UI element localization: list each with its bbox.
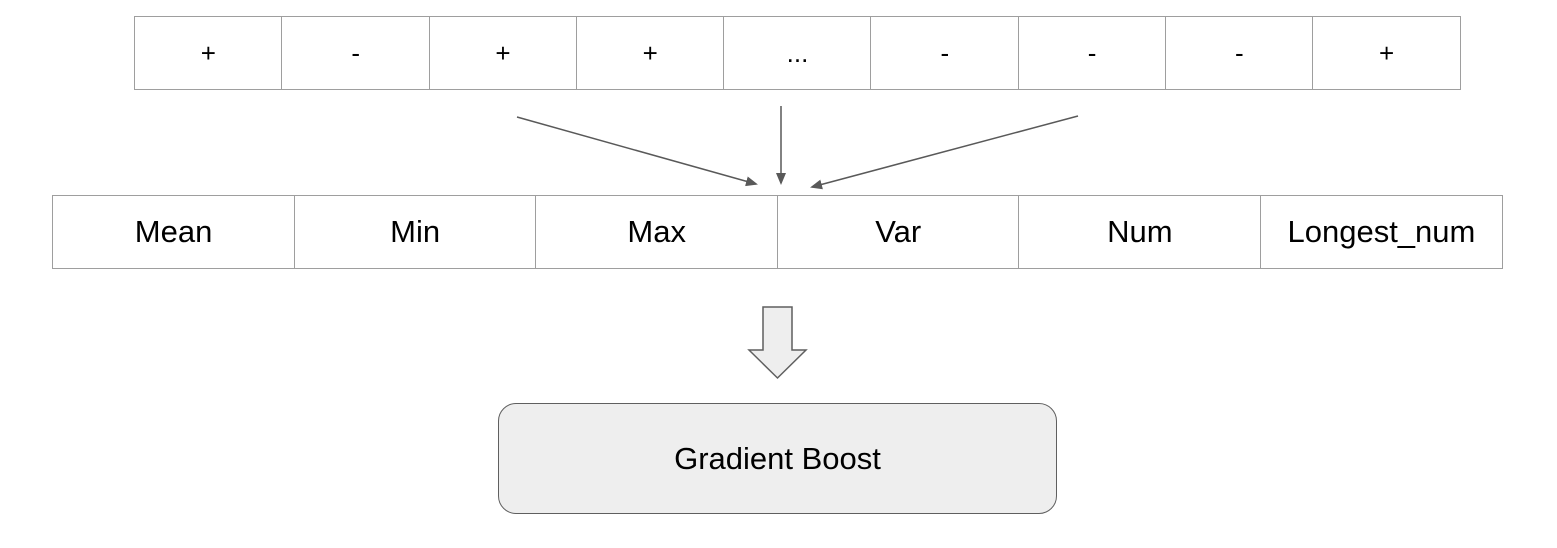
sign-cell: + — [134, 16, 283, 90]
feature-cell-mean: Mean — [52, 195, 296, 269]
feature-cell-max: Max — [535, 195, 779, 269]
left-converging-arrow — [516, 116, 758, 187]
sign-sequence-row: + - + + ... - - - + — [134, 16, 1462, 90]
right-converging-arrow — [810, 115, 1079, 190]
feature-row: Mean Min Max Var Num Longest_num — [52, 195, 1503, 269]
sign-cell: + — [1312, 16, 1462, 90]
gradient-boost-box: Gradient Boost — [498, 403, 1057, 514]
sign-cell: - — [870, 16, 1020, 90]
sign-cell: - — [281, 16, 431, 90]
ellipsis-cell: ... — [723, 16, 872, 90]
feature-cell-longest-num: Longest_num — [1259, 195, 1503, 269]
sign-cell: + — [428, 16, 578, 90]
feature-cell-num: Num — [1018, 195, 1262, 269]
down-block-arrow-icon — [747, 306, 808, 380]
feature-cell-var: Var — [776, 195, 1020, 269]
feature-cell-min: Min — [293, 195, 537, 269]
sign-cell: - — [1017, 16, 1167, 90]
model-label: Gradient Boost — [674, 440, 881, 476]
sign-cell: - — [1164, 16, 1314, 90]
sign-cell: + — [575, 16, 725, 90]
